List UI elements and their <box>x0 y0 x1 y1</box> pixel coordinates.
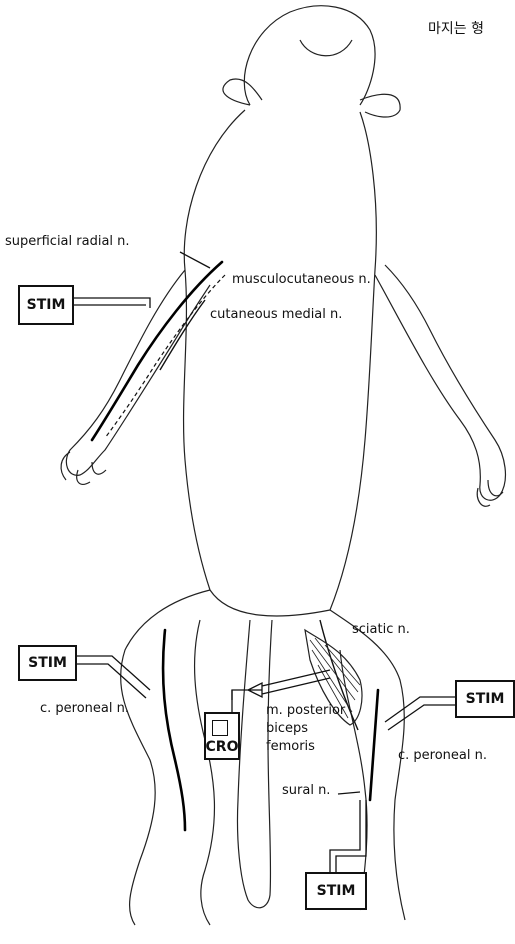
label-m-posterior: m. posterior <box>266 703 345 718</box>
tail <box>237 620 272 908</box>
label-c-peroneal-right: c. peroneal n. <box>398 748 487 763</box>
label-c-peroneal-left: c. peroneal n. <box>40 701 129 716</box>
left-hind-stim-wire <box>73 656 150 698</box>
stim-box-sural: STIM <box>305 872 367 910</box>
label-biceps: biceps <box>266 721 308 736</box>
body-outline <box>184 110 377 616</box>
right-paw <box>477 480 503 506</box>
forelimb-stim-wire <box>70 298 150 308</box>
right-foreleg <box>375 265 505 500</box>
left-foreleg <box>66 270 210 475</box>
cutaneous-medial-nerve <box>160 300 205 370</box>
left-ear <box>223 79 262 105</box>
label-sural: sural n. <box>282 783 330 798</box>
head-outline <box>244 6 375 105</box>
label-sciatic: sciatic n. <box>352 622 410 637</box>
cro-box: CRO <box>204 712 240 760</box>
stim-box-right-hind: STIM <box>455 680 515 718</box>
muzzle <box>300 40 352 56</box>
right-peroneal-nerve <box>370 690 378 800</box>
left-hindleg <box>121 590 215 925</box>
stim-box-left-hind: STIM <box>18 645 77 681</box>
cro-label: CRO <box>206 739 239 755</box>
sural-stim-wire <box>330 800 366 872</box>
right-hind-stim-wire <box>385 697 455 730</box>
label-cutaneous-medial: cutaneous medial n. <box>210 307 342 322</box>
label-musculocutaneous: musculocutaneous n. <box>232 272 371 287</box>
label-femoris: femoris <box>266 739 315 754</box>
stim-box-forelimb: STIM <box>18 285 74 325</box>
sural-arrow <box>338 792 360 794</box>
label-superficial-radial: superficial radial n. <box>5 234 130 249</box>
right-ear <box>360 94 400 117</box>
corner-text: 마지는 형 <box>428 18 484 38</box>
superficial-radial-nerve <box>92 262 222 440</box>
left-peroneal-nerve <box>163 630 185 830</box>
cro-screen <box>212 720 228 736</box>
